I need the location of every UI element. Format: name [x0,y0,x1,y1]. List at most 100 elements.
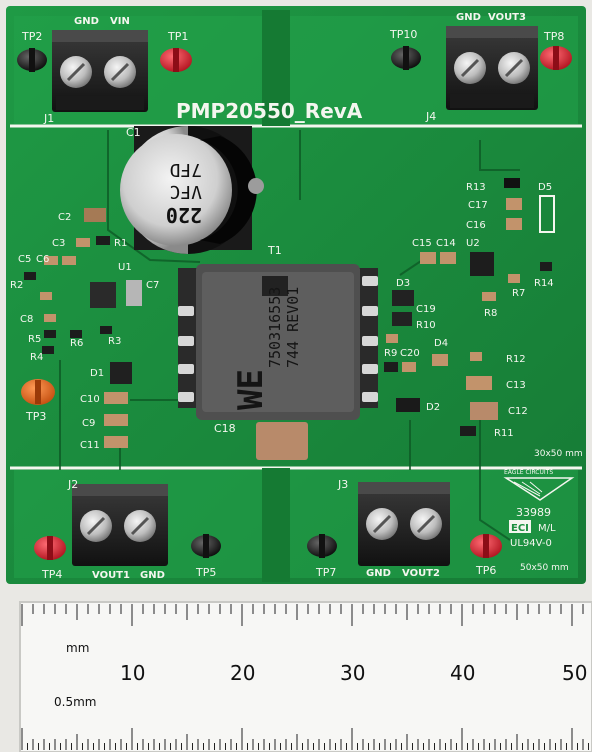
resistor-r12 [470,352,482,361]
ic-u1 [90,282,116,308]
tp1-label: TP1 [167,30,188,43]
capacitor-c9 [104,414,128,426]
j4-ref: J4 [425,110,436,123]
t1-part-number: 750316553 [266,287,284,368]
test-point-tp3[interactable] [21,379,55,405]
r5-ref: R5 [28,334,41,345]
tp3-label: TP3 [25,410,46,423]
c3-ref: C3 [52,238,65,249]
resistor-r11 [460,426,476,436]
size-30x50-label: 30x50 mm [534,449,583,459]
ruler-number-10: 10 [120,661,145,685]
d5-ref: D5 [538,182,552,193]
d1-ref: D1 [90,368,104,379]
eci-mark: ECI [511,523,529,534]
r11-ref: R11 [494,428,514,439]
c5-ref: C5 [18,254,31,265]
c12-ref: C12 [508,406,528,417]
c1-marking-line1: 220 [166,203,202,227]
c16-ref: C16 [466,220,486,231]
d4-ref: D4 [434,338,448,349]
test-point-tp5[interactable] [191,534,221,558]
resistor-r8 [482,292,496,301]
tp6-label: TP6 [475,564,496,577]
ml-mark: M/L [538,523,556,534]
r9-ref: R9 [384,348,397,359]
transformer-t1 [178,264,378,420]
c18-ref: C18 [214,422,236,435]
capacitor-c15 [420,252,436,264]
d2-ref: D2 [426,402,440,413]
test-point-tp8[interactable] [540,46,572,70]
test-point-tp10[interactable] [391,46,421,70]
tp10-label: TP10 [389,28,417,41]
capacitor-c20 [402,362,416,372]
size-50x50-label: 50x50 mm [520,563,569,573]
j2-ref: J2 [67,478,78,491]
ruler-unit-mm: mm [66,641,89,655]
tp7-label: TP7 [315,566,336,579]
r14-ref: R14 [534,278,554,289]
c6-ref: C6 [36,254,49,265]
c7-ref: C7 [146,280,159,291]
capacitor-c3 [76,238,90,247]
ruler-number-30: 30 [340,661,365,685]
j3-gnd-label: GND [366,568,391,579]
r10-ref: R10 [416,320,436,331]
resistor-r9 [384,362,398,372]
j4-vout3-label: VOUT3 [488,12,526,23]
c15-ref: C15 [412,238,432,249]
capacitor-c17 [506,198,522,210]
ruler-unit-half-mm: 0.5mm [54,695,96,709]
ruler: mm 0.5mm 10 20 30 40 50 [19,601,592,752]
ic-u2 [470,252,494,276]
j1-gnd-label: GND [74,16,99,27]
j2-vout1-label: VOUT1 [92,570,130,581]
c1-marking-line3: 7FD [169,159,202,180]
test-point-tp4[interactable] [34,536,66,560]
test-point-tp1[interactable] [160,48,192,72]
c1-marking-line2: VFC [169,181,202,202]
resistor-r2 [24,272,36,280]
tp2-label: TP2 [21,30,42,43]
tp5-label: TP5 [195,566,216,579]
eagle-circuits-logo [503,477,575,501]
capacitor-c14 [440,252,456,264]
c19-ref: C19 [416,304,436,315]
terminal-block-j1 [52,30,148,112]
j2-gnd-label: GND [140,570,165,581]
resistor-r1 [96,236,110,245]
d3-ref: D3 [396,278,410,289]
diode-d3 [392,290,414,306]
test-point-tp6[interactable] [470,534,502,558]
r2-ref: R2 [10,280,23,291]
u1-ref: U1 [118,262,132,273]
ruler-number-50: 50 [562,661,587,685]
capacitor-c7 [126,280,142,306]
r1-ref: R1 [114,238,127,249]
resistor-r6 [70,330,82,338]
capacitor-c16 [506,218,522,230]
resistor-r4 [42,346,54,354]
resistor-r13 [504,178,520,188]
j1-ref: J1 [43,112,54,125]
ruler-number-40: 40 [450,661,475,685]
capacitor-c10 [104,392,128,404]
board-title: PMP20550_RevA [176,99,363,123]
capacitor-c6 [62,256,76,265]
r7-ref: R7 [512,288,525,299]
t1-ref: T1 [267,244,282,257]
j3-ref: J3 [337,478,348,491]
capacitor-c5 [44,256,58,265]
test-point-tp7[interactable] [307,534,337,558]
t1-revision: 744 REV01 [284,287,302,368]
capacitor-c13 [466,376,492,390]
j1-vin-label: VIN [110,16,130,27]
test-point-tp2[interactable] [17,48,47,72]
we-logo: WE [231,369,271,410]
resistor-r14 [540,262,552,271]
diode-d1 [110,362,132,384]
capacitor-c8 [44,314,56,322]
resistor-r5 [44,330,56,338]
